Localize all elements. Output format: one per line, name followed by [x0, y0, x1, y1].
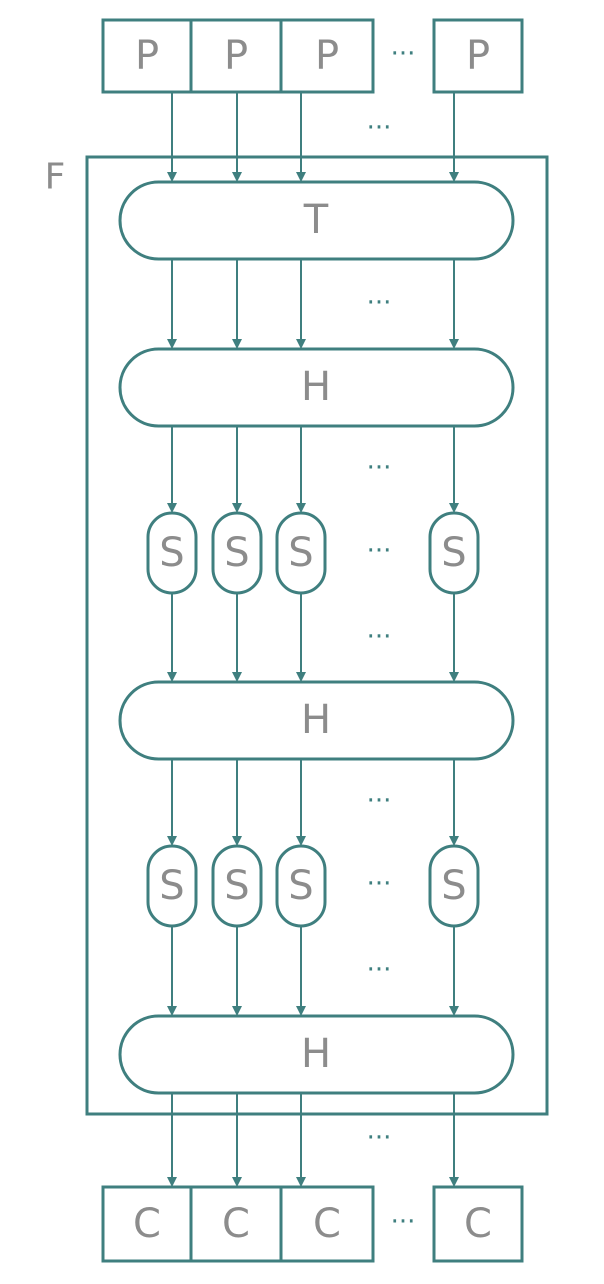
input-ellipsis: ··· — [391, 39, 416, 69]
frame-label: F — [45, 157, 66, 198]
s-label: S — [224, 530, 249, 576]
hidden-layer-1-label: H — [301, 364, 331, 410]
output-box-4 — [432, 1185, 524, 1263]
gap-ellipsis: ··· — [367, 955, 392, 985]
hidden-layer-3-label: H — [301, 1031, 331, 1077]
arrows-hidden-2-to-s-row-2 — [167, 759, 459, 846]
gap-ellipsis: ··· — [367, 288, 392, 318]
top-layer-label: T — [303, 197, 329, 243]
arrows-hidden-1-to-s-row-1 — [167, 426, 459, 513]
input-label-3: P — [315, 33, 339, 79]
input-box-3 — [279, 18, 375, 94]
output-label-4: C — [464, 1201, 492, 1247]
output-ellipsis: ··· — [391, 1207, 416, 1237]
input-label-2: P — [224, 33, 248, 79]
s-row-2: S S S S ··· — [146, 844, 480, 928]
hidden-layer-2-label: H — [301, 697, 331, 743]
arrows-input-to-top — [167, 92, 459, 182]
hidden-layer-1 — [118, 347, 515, 428]
output-box-2 — [189, 1185, 283, 1263]
gap-ellipsis: ··· — [367, 113, 392, 143]
arrows-s-row-2-to-hidden-3 — [167, 926, 459, 1016]
hidden-layer-2 — [118, 680, 515, 761]
output-label-2: C — [222, 1201, 250, 1247]
gap-ellipsis: ··· — [367, 786, 392, 816]
s-label: S — [224, 863, 249, 909]
s-label: S — [441, 530, 466, 576]
input-box-1 — [101, 18, 193, 94]
input-box-4 — [432, 18, 524, 94]
output-box-1 — [101, 1185, 193, 1263]
hidden-layer-3 — [118, 1014, 515, 1095]
gap-ellipsis: ··· — [367, 1123, 392, 1153]
output-label-3: C — [313, 1201, 341, 1247]
output-row: C C C C ··· — [101, 1185, 524, 1263]
arrows-top-to-hidden-1 — [167, 259, 459, 349]
s-label: S — [159, 530, 184, 576]
s-label: S — [159, 863, 184, 909]
input-row: P P P P ··· — [101, 18, 524, 94]
s-row-1: S S S S ··· — [146, 511, 480, 595]
input-label-4: P — [466, 33, 490, 79]
s-label: S — [441, 863, 466, 909]
s-label: S — [288, 530, 313, 576]
input-label-1: P — [135, 33, 159, 79]
s-row-1-ellipsis: ··· — [367, 536, 392, 566]
arrows-s-row-1-to-hidden-2 — [167, 593, 459, 682]
arrows-hidden-3-to-output — [167, 1093, 459, 1187]
s-label: S — [288, 863, 313, 909]
gap-ellipsis: ··· — [367, 453, 392, 483]
frame-box — [85, 155, 549, 1116]
output-box-3 — [279, 1185, 375, 1263]
gap-ellipsis: ··· — [367, 622, 392, 652]
output-label-1: C — [133, 1201, 161, 1247]
top-layer — [118, 180, 515, 261]
s-row-2-ellipsis: ··· — [367, 869, 392, 899]
